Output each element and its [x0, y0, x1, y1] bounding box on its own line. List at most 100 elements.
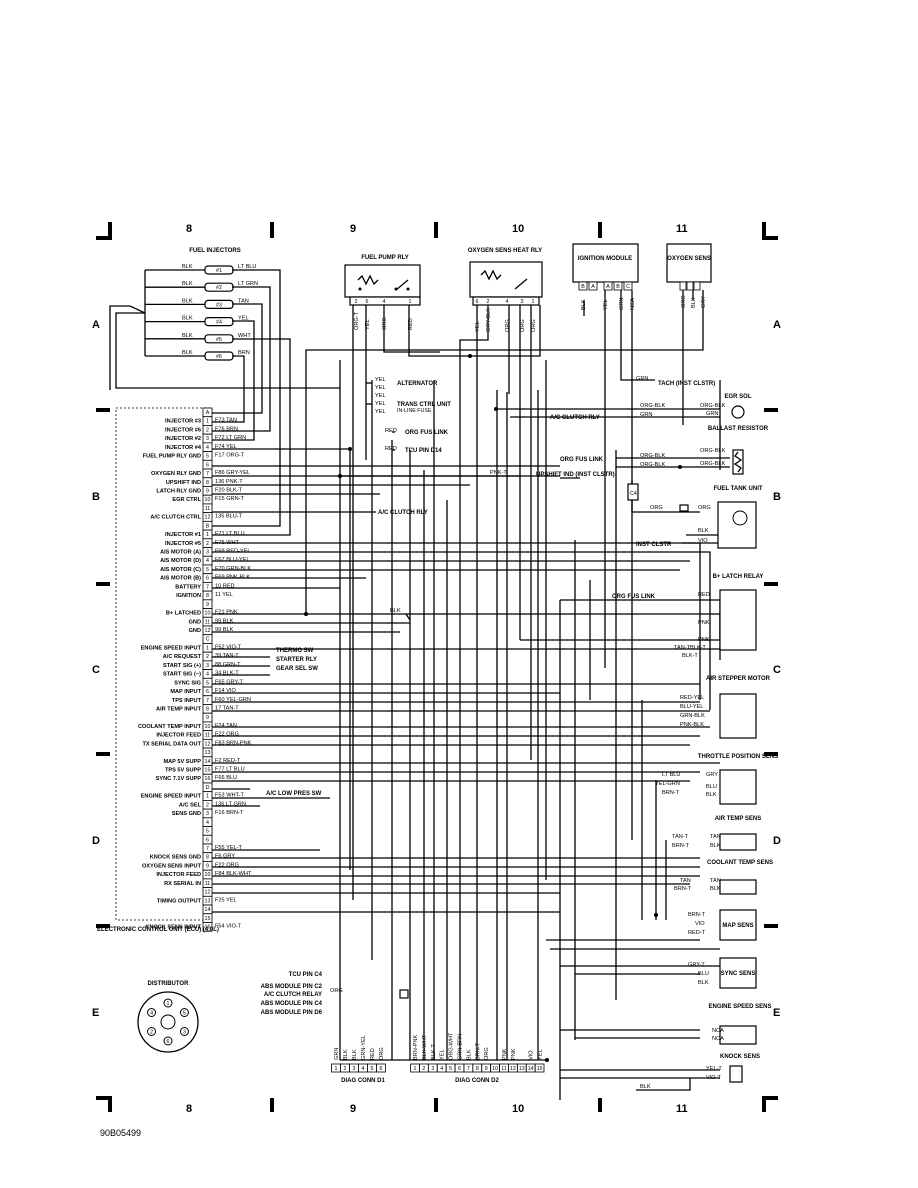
ecu-pin-function: TPS INPUT [172, 698, 202, 704]
ecu-pin-function: B+ LATCHED [166, 611, 201, 617]
ecu-pin-wire: F76 BRN [215, 426, 238, 432]
ecu-pin-function: UPSHIFT IND [166, 480, 201, 486]
sensor-wire-label: BLK [691, 297, 697, 308]
module-pin-number: B [616, 284, 620, 290]
ecu-pin-function: INJECTOR FEED [156, 733, 201, 739]
wire-label: VIO [695, 921, 705, 927]
ecu-pin-number: 5 [206, 567, 209, 573]
relay-pin-number: 6 [366, 299, 369, 305]
ecu-pin-function: AIS MOTOR (C) [160, 567, 201, 573]
module-wire-label: GRN [619, 298, 625, 310]
row-label: B [92, 491, 100, 503]
wire-label: BLK [710, 843, 721, 849]
injector-number: #2 [216, 285, 222, 291]
col-label: 9 [350, 1103, 356, 1115]
ecu-pin-number: 16 [205, 924, 211, 930]
wire-label: BLK [698, 980, 709, 986]
ecu-pin-function: SYNC 7.1V SUPP [156, 776, 202, 782]
ecu-pin-number: 2 [206, 427, 209, 433]
grid-labels: 8 9 10 11 8 9 10 11 A B C D E A B C D E [92, 223, 781, 1115]
latch-fus-link-label: ORG FUS LINK [612, 594, 656, 600]
row-label: A [773, 319, 781, 331]
wire-label: PNK-BLK [680, 722, 704, 728]
ecu-pin-number: 14 [205, 907, 211, 913]
alternator-label: ALTERNATOR [397, 381, 438, 387]
fus-link-label: ORG FUS LINK [405, 430, 449, 436]
ecu-pin-function: A/C SEL [179, 802, 202, 808]
ecu-pin-wire: 88 GRN-T [215, 662, 241, 668]
ecu-pin-function: COOLANT TEMP INPUT [138, 724, 202, 730]
ecu-pin-number: 4 [206, 672, 209, 678]
wire-label: ORG-BLK [700, 448, 725, 454]
abs-d6-label: ABS MODULE PIN D6 [261, 1010, 323, 1016]
sensor-wire-label: GRY [701, 296, 707, 308]
distributor-terminal [179, 1027, 189, 1036]
col-label: 9 [350, 223, 356, 235]
ecu-pin-number: 8 [206, 480, 209, 486]
relay-pin-number: 4 [506, 299, 509, 305]
ecu-pin-wire: F16 BRN-T [215, 810, 244, 816]
ecu-pin-number: 5 [206, 680, 209, 686]
ecu-pin-wire: F60 YEL-GRN [215, 697, 251, 703]
relay-pin-number: 2 [355, 299, 358, 305]
diag-pin-number: 2 [422, 1066, 425, 1072]
ecu-pin-number: 13 [205, 750, 211, 756]
wire-label: PNK-T [490, 470, 507, 476]
ac-clutch-relay-label: A/C CLUTCH RELAY [264, 992, 322, 998]
ecu-pin-number: 15 [205, 768, 211, 774]
ecu-pin-wire: 34 BLK-T [215, 671, 239, 677]
ecu-pin-number: 5 [206, 454, 209, 460]
ecu-pin-number: 1 [206, 532, 209, 538]
row-label: E [773, 1007, 780, 1019]
ignition-module-title: IGNITION MODULE [578, 256, 632, 262]
wire-label: ORG-BLK [700, 461, 725, 467]
ecu-pin-number: 8 [206, 855, 209, 861]
diag-pin-number: 6 [458, 1066, 461, 1072]
ecu-pin-number: 12 [205, 741, 211, 747]
injector-wire-right: WHT [238, 333, 251, 339]
row-label: D [773, 835, 781, 847]
wire-label: YEL [375, 385, 386, 391]
col-label: 10 [512, 223, 524, 235]
distributor-terminal-number: 4 [150, 1011, 153, 1017]
wire-network [212, 269, 730, 1100]
ecu-pin-wire: F15 GRN-T [215, 496, 244, 502]
ecu-pin-number: 4 [206, 445, 209, 451]
wire-label: YEL-GRN [655, 781, 680, 787]
ecu-pin-number: 10 [205, 872, 211, 878]
diag-d1-title: DIAG CONN D1 [341, 1078, 385, 1084]
wire-label: RED [385, 428, 397, 434]
ecu-pin-wire: F14 VIO [215, 688, 236, 694]
diag-pin [376, 1063, 386, 1073]
fuel-tank-label: FUEL TANK UNIT [713, 486, 762, 492]
injector-wire-right: YEL [238, 316, 249, 322]
ecu-pin-wire: F54 VIO-T [215, 923, 242, 929]
diag-d2-title: DIAG CONN D2 [455, 1078, 499, 1084]
ecu-pin-function: A/C REQUEST [163, 654, 202, 660]
ecu-pin-number: 7 [206, 471, 209, 477]
injector-number: #6 [216, 354, 222, 360]
wire-label: VIO [698, 538, 708, 544]
wire-label: BLU-YEL [680, 704, 703, 710]
ecu-pin-number: 1 [206, 794, 209, 800]
row-label: E [92, 1007, 99, 1019]
ecu-pin-wire: F77 LT BLU [215, 767, 245, 773]
wire-label: ORG-BLK [700, 403, 725, 409]
wire-label: BLK-T [682, 653, 698, 659]
abs-c4-label: ABS MODULE PIN C4 [261, 1001, 323, 1007]
injector-number: #1 [216, 268, 222, 274]
ecu-pin-function: OXYGEN RLY GND [151, 471, 201, 477]
diag-pin-number: 1 [414, 1066, 417, 1072]
sync-label: SYNC SENS [721, 971, 756, 977]
ecu-pin-wire: F17 ORG-T [215, 453, 245, 459]
ecu-pin-cell [202, 922, 213, 932]
injector-wire-left: BLK [182, 316, 193, 322]
diag-pin-number: 11 [501, 1066, 507, 1072]
injector-wire-left: BLK [182, 264, 193, 270]
org-fus-link-label: ORG FUS LINK [560, 457, 604, 463]
wire-label: YEL [375, 401, 386, 407]
wire-label: BLK [640, 1084, 651, 1090]
ecu-pin-function: IGNITION [176, 593, 201, 599]
ecu-pin-number: 9 [206, 715, 209, 721]
ecu-pin-function: EGR CTRL [172, 497, 201, 503]
